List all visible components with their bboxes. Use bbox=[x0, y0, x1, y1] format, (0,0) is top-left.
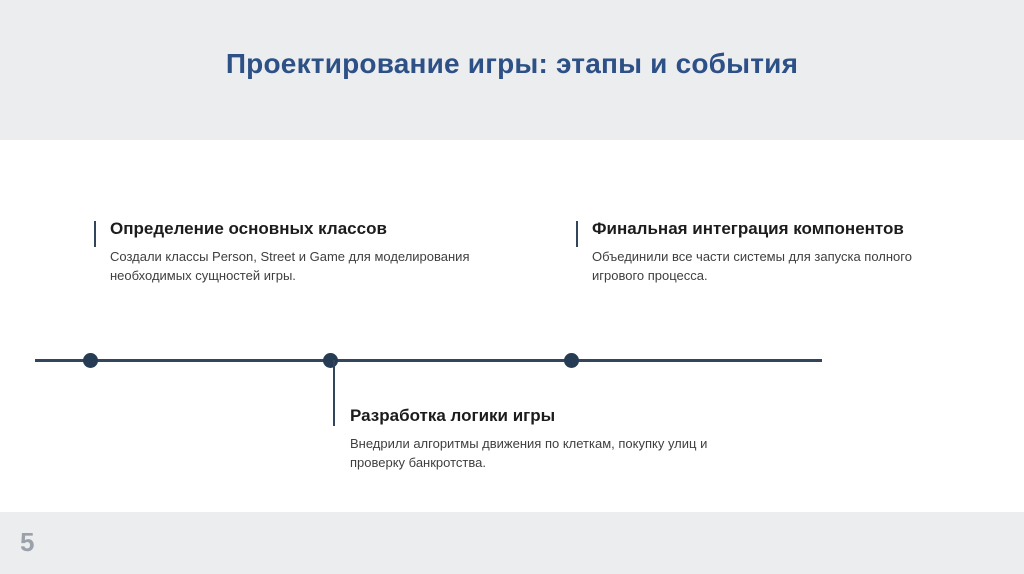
timeline-event-2: Разработка логики игры Внедрили алгоритм… bbox=[350, 406, 754, 473]
timeline-dot-3 bbox=[564, 353, 579, 368]
event-3-title: Финальная интеграция компонентов bbox=[592, 219, 904, 238]
timeline-event-3: Финальная интеграция компонентов Объедин… bbox=[592, 219, 954, 286]
page-number: 5 bbox=[20, 527, 35, 557]
timeline-event-1: Определение основных классов Создали кла… bbox=[110, 219, 510, 286]
event-2-description: Внедрили алгоритмы движения по клеткам, … bbox=[350, 436, 708, 470]
event-1-connector-line bbox=[94, 221, 96, 247]
event-2-title: Разработка логики игры bbox=[350, 406, 556, 425]
event-1-description: Создали классы Person, Street и Game для… bbox=[110, 249, 470, 283]
slide-title: Проектирование игры: этапы и события bbox=[225, 48, 799, 79]
event-1-title: Определение основных классов bbox=[110, 219, 387, 238]
timeline-dot-1 bbox=[83, 353, 98, 368]
timeline-dot-2 bbox=[323, 353, 338, 368]
event-2-connector-line bbox=[333, 360, 335, 426]
timeline-line bbox=[35, 359, 822, 362]
event-3-connector-line bbox=[576, 221, 578, 247]
event-3-description: Объединили все части системы для запуска… bbox=[592, 249, 912, 283]
content-area bbox=[0, 140, 1024, 512]
